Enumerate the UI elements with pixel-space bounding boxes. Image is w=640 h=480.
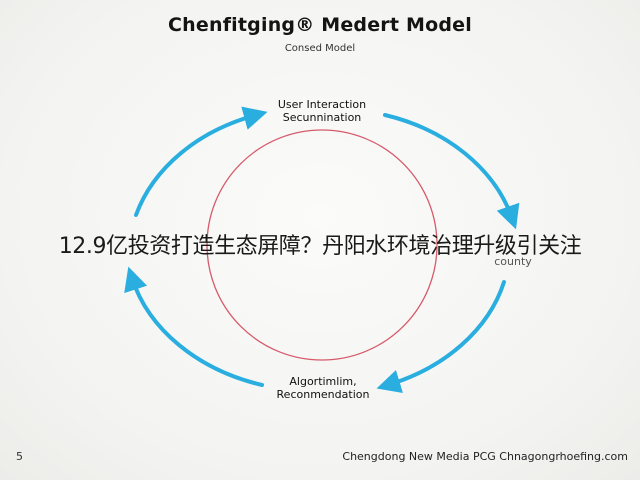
node-algorithm-recommendation: Algortimlim, Reconmendation [228, 375, 418, 401]
cycle-arrow-bottom-left [124, 266, 264, 387]
page-number: 5 [16, 450, 23, 463]
node-county: county [468, 255, 558, 268]
cycle-arrow-top-right [383, 113, 520, 230]
node-top-line1: User Interaction [277, 98, 367, 111]
node-user-interaction: User Interaction Secunnination [232, 98, 412, 124]
node-bottom-line2: Reconmendation [276, 388, 370, 401]
diagram-title: Chenfitging® Medert Model [168, 14, 472, 36]
diagram-subtitle: Consed Model [284, 43, 356, 54]
node-bottom-line1: Algortimlim, [289, 375, 357, 388]
cycle-arrow-top-left [134, 106, 268, 217]
node-right-line1: county [494, 255, 532, 268]
node-top-line2: Secunnination [282, 111, 362, 124]
footer-source: Chengdong New Media PCG Chnagongrhoefing… [342, 450, 628, 463]
overlay-headline-caption: 12.9亿投资打造生态屏障？丹阳水环境治理升级引关注 [58, 234, 582, 259]
cycle-arrow-bottom-right [376, 280, 506, 393]
inner-circle [206, 129, 438, 361]
